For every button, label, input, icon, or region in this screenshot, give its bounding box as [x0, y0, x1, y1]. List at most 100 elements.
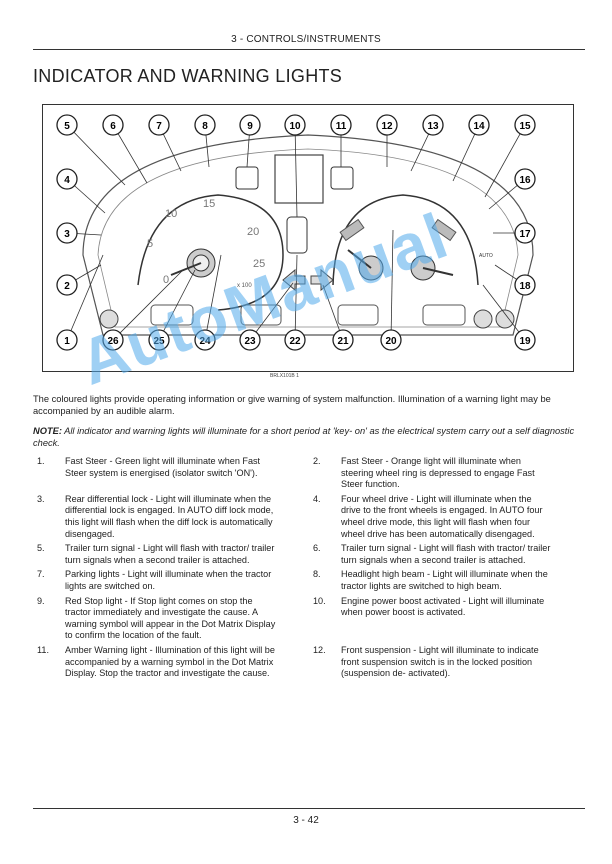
callout-20: 20	[380, 329, 402, 351]
callout-9: 9	[239, 114, 261, 136]
list-row: 1.Fast Steer - Green light will illumina…	[33, 456, 585, 491]
svg-text:17: 17	[519, 229, 531, 240]
callout-25: 25	[148, 329, 170, 351]
stop-lamp-icon	[235, 166, 259, 190]
svg-text:18: 18	[519, 281, 531, 292]
list-item: 2.Fast Steer - Orange light will illumin…	[313, 456, 535, 490]
svg-text:22: 22	[289, 336, 301, 347]
svg-text:7: 7	[156, 121, 162, 132]
svg-text:13: 13	[427, 121, 439, 132]
svg-text:16: 16	[519, 175, 531, 186]
callout-7: 7	[148, 114, 170, 136]
indicator-list: 1.Fast Steer - Green light will illumina…	[33, 456, 585, 683]
callout-8: 8	[194, 114, 216, 136]
svg-text:19: 19	[519, 336, 531, 347]
instrument-cluster-diagram: 0 5 10 15 20 25 x 100 AUTO	[56, 114, 536, 351]
list-item: 7.Parking lights - Light will illuminate…	[37, 569, 272, 591]
svg-text:1: 1	[64, 336, 70, 347]
callout-set: 1 2 3 4 5 6 7 8 9 10 11 12 13 14 15 16 1…	[56, 114, 536, 351]
tachometer-dial	[137, 194, 284, 311]
note-text: All indicator and warning lights will il…	[33, 426, 575, 448]
callout-10: 10	[284, 114, 306, 136]
auto-label: AUTO	[479, 253, 493, 259]
note-paragraph: NOTE: All indicator and warning lights w…	[33, 425, 585, 449]
callout-21: 21	[332, 329, 354, 351]
footer-rule	[33, 808, 585, 809]
svg-text:12: 12	[381, 121, 393, 132]
list-item: 9.Red Stop light - If Stop light comes o…	[37, 595, 276, 641]
svg-text:5: 5	[64, 121, 70, 132]
callout-14: 14	[468, 114, 490, 136]
svg-text:15: 15	[519, 121, 531, 132]
tach-tick-0: 0	[163, 274, 169, 286]
list-item: 11.Amber Warning light - Illumination of…	[37, 644, 275, 679]
svg-text:14: 14	[473, 121, 485, 132]
callout-26: 26	[102, 329, 124, 351]
callout-24: 24	[194, 329, 216, 351]
note-label: NOTE:	[33, 426, 62, 436]
list-item: 12.Front suspension - Light will illumin…	[313, 644, 539, 679]
callout-2: 2	[56, 274, 78, 296]
list-row: 3.Rear differential lock - Light will il…	[33, 494, 585, 540]
list-row: 11.Amber Warning light - Illumination of…	[33, 645, 585, 680]
svg-text:25: 25	[153, 336, 165, 347]
svg-text:26: 26	[107, 336, 119, 347]
svg-text:24: 24	[199, 336, 211, 347]
list-row: 9.Red Stop light - If Stop light comes o…	[33, 596, 585, 642]
list-item: 6.Trailer turn signal - Light will flash…	[313, 543, 551, 565]
figure-reference: BRLX101B 1	[270, 373, 299, 379]
list-item: 5.Trailer turn signal - Light will flash…	[37, 543, 275, 565]
list-item: 1.Fast Steer - Green light will illumina…	[37, 456, 261, 478]
amber-warning-lamp-icon	[330, 166, 354, 190]
tach-tick-10: 10	[165, 208, 177, 220]
callout-15: 15	[514, 114, 536, 136]
intro-paragraph: The coloured lights provide operating in…	[33, 394, 551, 416]
callout-13: 13	[422, 114, 444, 136]
callout-5: 5	[56, 114, 78, 136]
svg-text:6: 6	[110, 121, 116, 132]
callout-17: 17	[514, 222, 536, 244]
boost-indicator-panel	[286, 216, 308, 254]
running-header: 3 - CONTROLS/INSTRUMENTS	[231, 34, 381, 45]
list-item: 4.Four wheel drive - Light will illumina…	[313, 493, 543, 539]
list-row: 5.Trailer turn signal - Light will flash…	[33, 543, 585, 566]
svg-text:11: 11	[336, 121, 347, 132]
svg-text:21: 21	[337, 336, 349, 347]
right-turn-arrow-icon	[310, 268, 334, 292]
svg-text:10: 10	[289, 121, 301, 132]
svg-text:23: 23	[244, 336, 256, 347]
svg-text:20: 20	[385, 336, 397, 347]
list-item: 10.Engine power boost activated - Light …	[313, 595, 545, 618]
callout-22: 22	[284, 329, 306, 351]
callout-1: 1	[56, 329, 78, 351]
fuel-temp-dial	[332, 194, 479, 286]
tach-tick-15: 15	[203, 198, 215, 210]
tach-tick-25: 25	[253, 258, 265, 270]
callout-4: 4	[56, 168, 78, 190]
page-number: 3 - 42	[293, 815, 319, 826]
tach-tick-20: 20	[247, 226, 259, 238]
left-turn-arrow-icon	[282, 268, 306, 292]
callout-23: 23	[239, 329, 261, 351]
tach-multiplier: x 100	[237, 283, 252, 289]
svg-text:3: 3	[64, 229, 70, 240]
callout-16: 16	[514, 168, 536, 190]
list-item: 3.Rear differential lock - Light will il…	[37, 493, 274, 539]
page-title: INDICATOR AND WARNING LIGHTS	[33, 66, 343, 86]
dot-matrix-display	[274, 154, 324, 204]
list-item: 8.Headlight high beam - Light will illum…	[313, 569, 548, 591]
header-rule	[33, 49, 585, 50]
callout-18: 18	[514, 274, 536, 296]
list-row: 7.Parking lights - Light will illuminate…	[33, 569, 585, 592]
tach-tick-5: 5	[147, 238, 153, 250]
svg-text:8: 8	[202, 121, 208, 132]
callout-19: 19	[514, 329, 536, 351]
callout-6: 6	[102, 114, 124, 136]
callout-3: 3	[56, 222, 78, 244]
svg-text:2: 2	[64, 281, 70, 292]
svg-text:9: 9	[247, 121, 253, 132]
callout-11: 11	[330, 114, 352, 136]
callout-12: 12	[376, 114, 398, 136]
svg-text:4: 4	[64, 175, 70, 186]
instrument-cluster-figure: 0 5 10 15 20 25 x 100 AUTO	[42, 104, 574, 372]
